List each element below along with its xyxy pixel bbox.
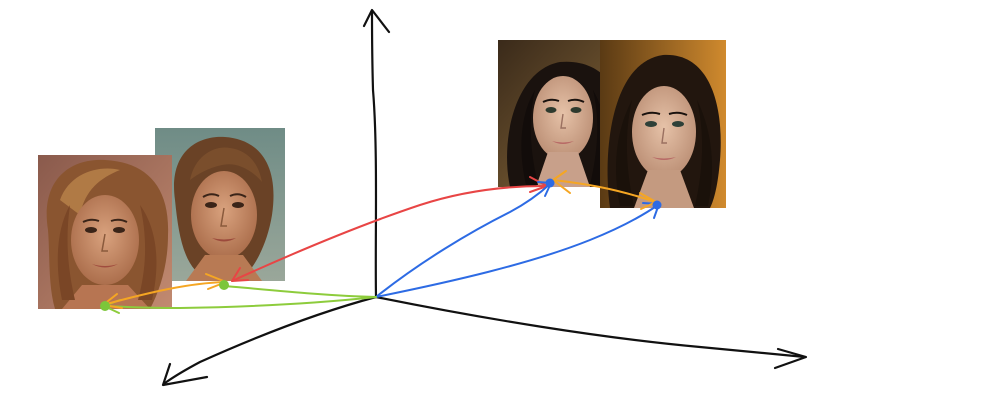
- red-vector-tail-arrowhead: [231, 267, 249, 282]
- green-vector: [224, 285, 377, 298]
- right-axis-arrowhead: [773, 347, 808, 370]
- blue-vector-to-right-a: [375, 183, 551, 298]
- right-axis: [374, 295, 807, 359]
- blue-vector-to-right-b: [375, 204, 659, 298]
- portrait-woman-updo-left: [155, 128, 285, 281]
- orange-vector-right: [552, 179, 656, 203]
- green-vector-lower: [104, 296, 377, 309]
- blue-dot-right-a: [545, 178, 555, 188]
- portrait-woman-long-hair-left: [38, 155, 172, 309]
- green-dot-left-a: [219, 280, 229, 290]
- left-axis: [163, 295, 378, 385]
- portrait-woman-dark-hair-right-b: [600, 40, 726, 208]
- axes: [161, 8, 808, 387]
- blue-dot-right-b: [652, 200, 662, 210]
- vertical-axis: [370, 10, 378, 299]
- red-vector: [231, 185, 546, 282]
- vertical-axis-arrowhead: [362, 8, 391, 34]
- left-axis-arrowhead: [161, 362, 209, 387]
- orange-vector-left: [102, 281, 226, 306]
- green-dot-left-b: [100, 301, 110, 311]
- vectors: [100, 170, 662, 314]
